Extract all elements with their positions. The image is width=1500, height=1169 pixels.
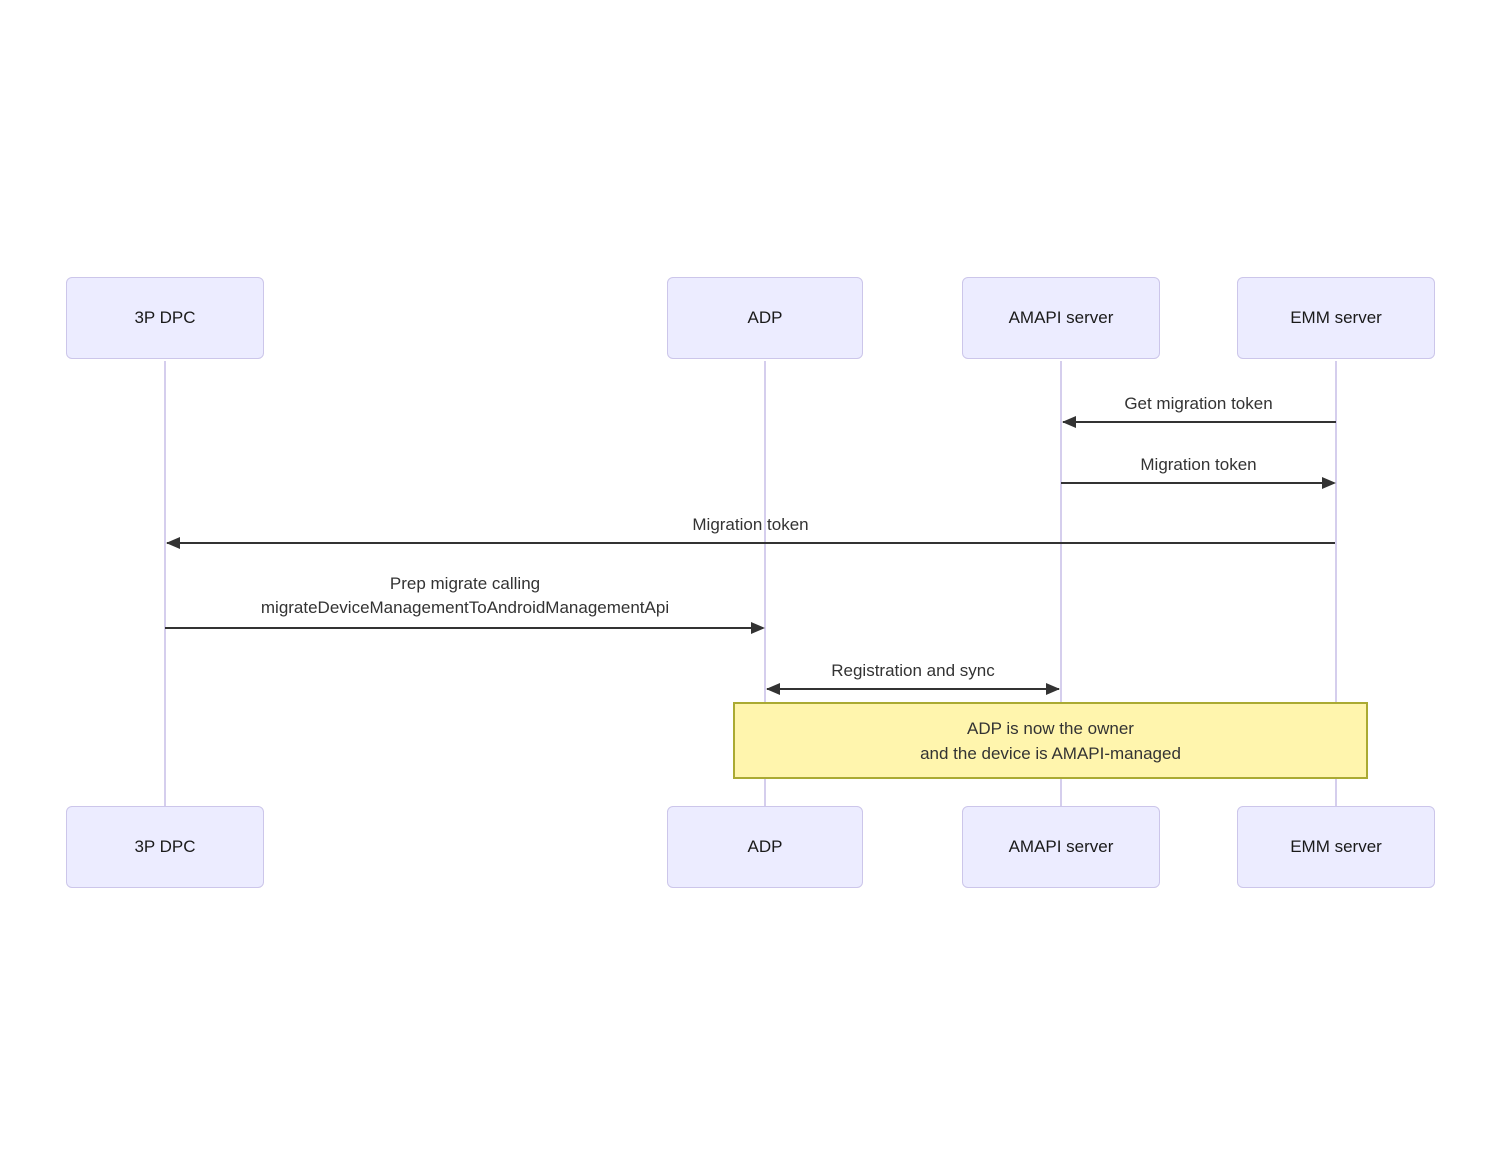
actor-top-emm-server: EMM server bbox=[1237, 277, 1435, 359]
lifeline-3p-dpc bbox=[164, 361, 166, 806]
note-line2: and the device is AMAPI-managed bbox=[920, 743, 1181, 763]
lifeline-emm-server bbox=[1335, 361, 1337, 806]
actor-top-amapi-server: AMAPI server bbox=[962, 277, 1160, 359]
arrowhead-left-icon bbox=[1062, 416, 1076, 428]
message-label-line2: migrateDeviceManagementToAndroidManageme… bbox=[260, 598, 670, 617]
actor-label: EMM server bbox=[1290, 837, 1382, 856]
arrowhead-left-icon bbox=[166, 537, 180, 549]
note-adp-owner: ADP is now the owner and the device is A… bbox=[733, 702, 1368, 779]
actor-top-adp: ADP bbox=[667, 277, 863, 359]
lifeline-adp bbox=[764, 361, 766, 806]
message-arrow-line bbox=[767, 688, 1059, 690]
actor-bottom-amapi-server: AMAPI server bbox=[962, 806, 1160, 888]
arrowhead-right-icon bbox=[1322, 477, 1336, 489]
message-label: Migration token bbox=[692, 515, 809, 534]
actor-label: ADP bbox=[747, 837, 783, 856]
actor-label: AMAPI server bbox=[1008, 837, 1114, 856]
actor-label: AMAPI server bbox=[1008, 308, 1114, 327]
arrowhead-right-icon bbox=[751, 622, 765, 634]
message-arrow-line bbox=[165, 627, 763, 629]
message-arrow-line bbox=[1061, 482, 1334, 484]
actor-label: 3P DPC bbox=[134, 308, 196, 327]
arrowhead-left-icon bbox=[766, 683, 780, 695]
message-arrow-line bbox=[1063, 421, 1336, 423]
arrowhead-right-icon bbox=[1046, 683, 1060, 695]
message-label: Get migration token bbox=[1124, 394, 1273, 413]
lifeline-amapi-server bbox=[1060, 361, 1062, 806]
message-label-line1: Prep migrate calling bbox=[389, 574, 541, 593]
message-label: Registration and sync bbox=[831, 661, 995, 680]
note-line1: ADP is now the owner bbox=[967, 718, 1134, 738]
message-label: Migration token bbox=[1140, 455, 1257, 474]
actor-top-3p-dpc: 3P DPC bbox=[66, 277, 264, 359]
message-arrow-line bbox=[167, 542, 1335, 544]
actor-bottom-3p-dpc: 3P DPC bbox=[66, 806, 264, 888]
message-label: Prep migrate calling migrateDeviceManage… bbox=[165, 572, 765, 620]
actor-bottom-emm-server: EMM server bbox=[1237, 806, 1435, 888]
actor-label: EMM server bbox=[1290, 308, 1382, 327]
actor-label: ADP bbox=[747, 308, 783, 327]
actor-label: 3P DPC bbox=[134, 837, 196, 856]
actor-bottom-adp: ADP bbox=[667, 806, 863, 888]
